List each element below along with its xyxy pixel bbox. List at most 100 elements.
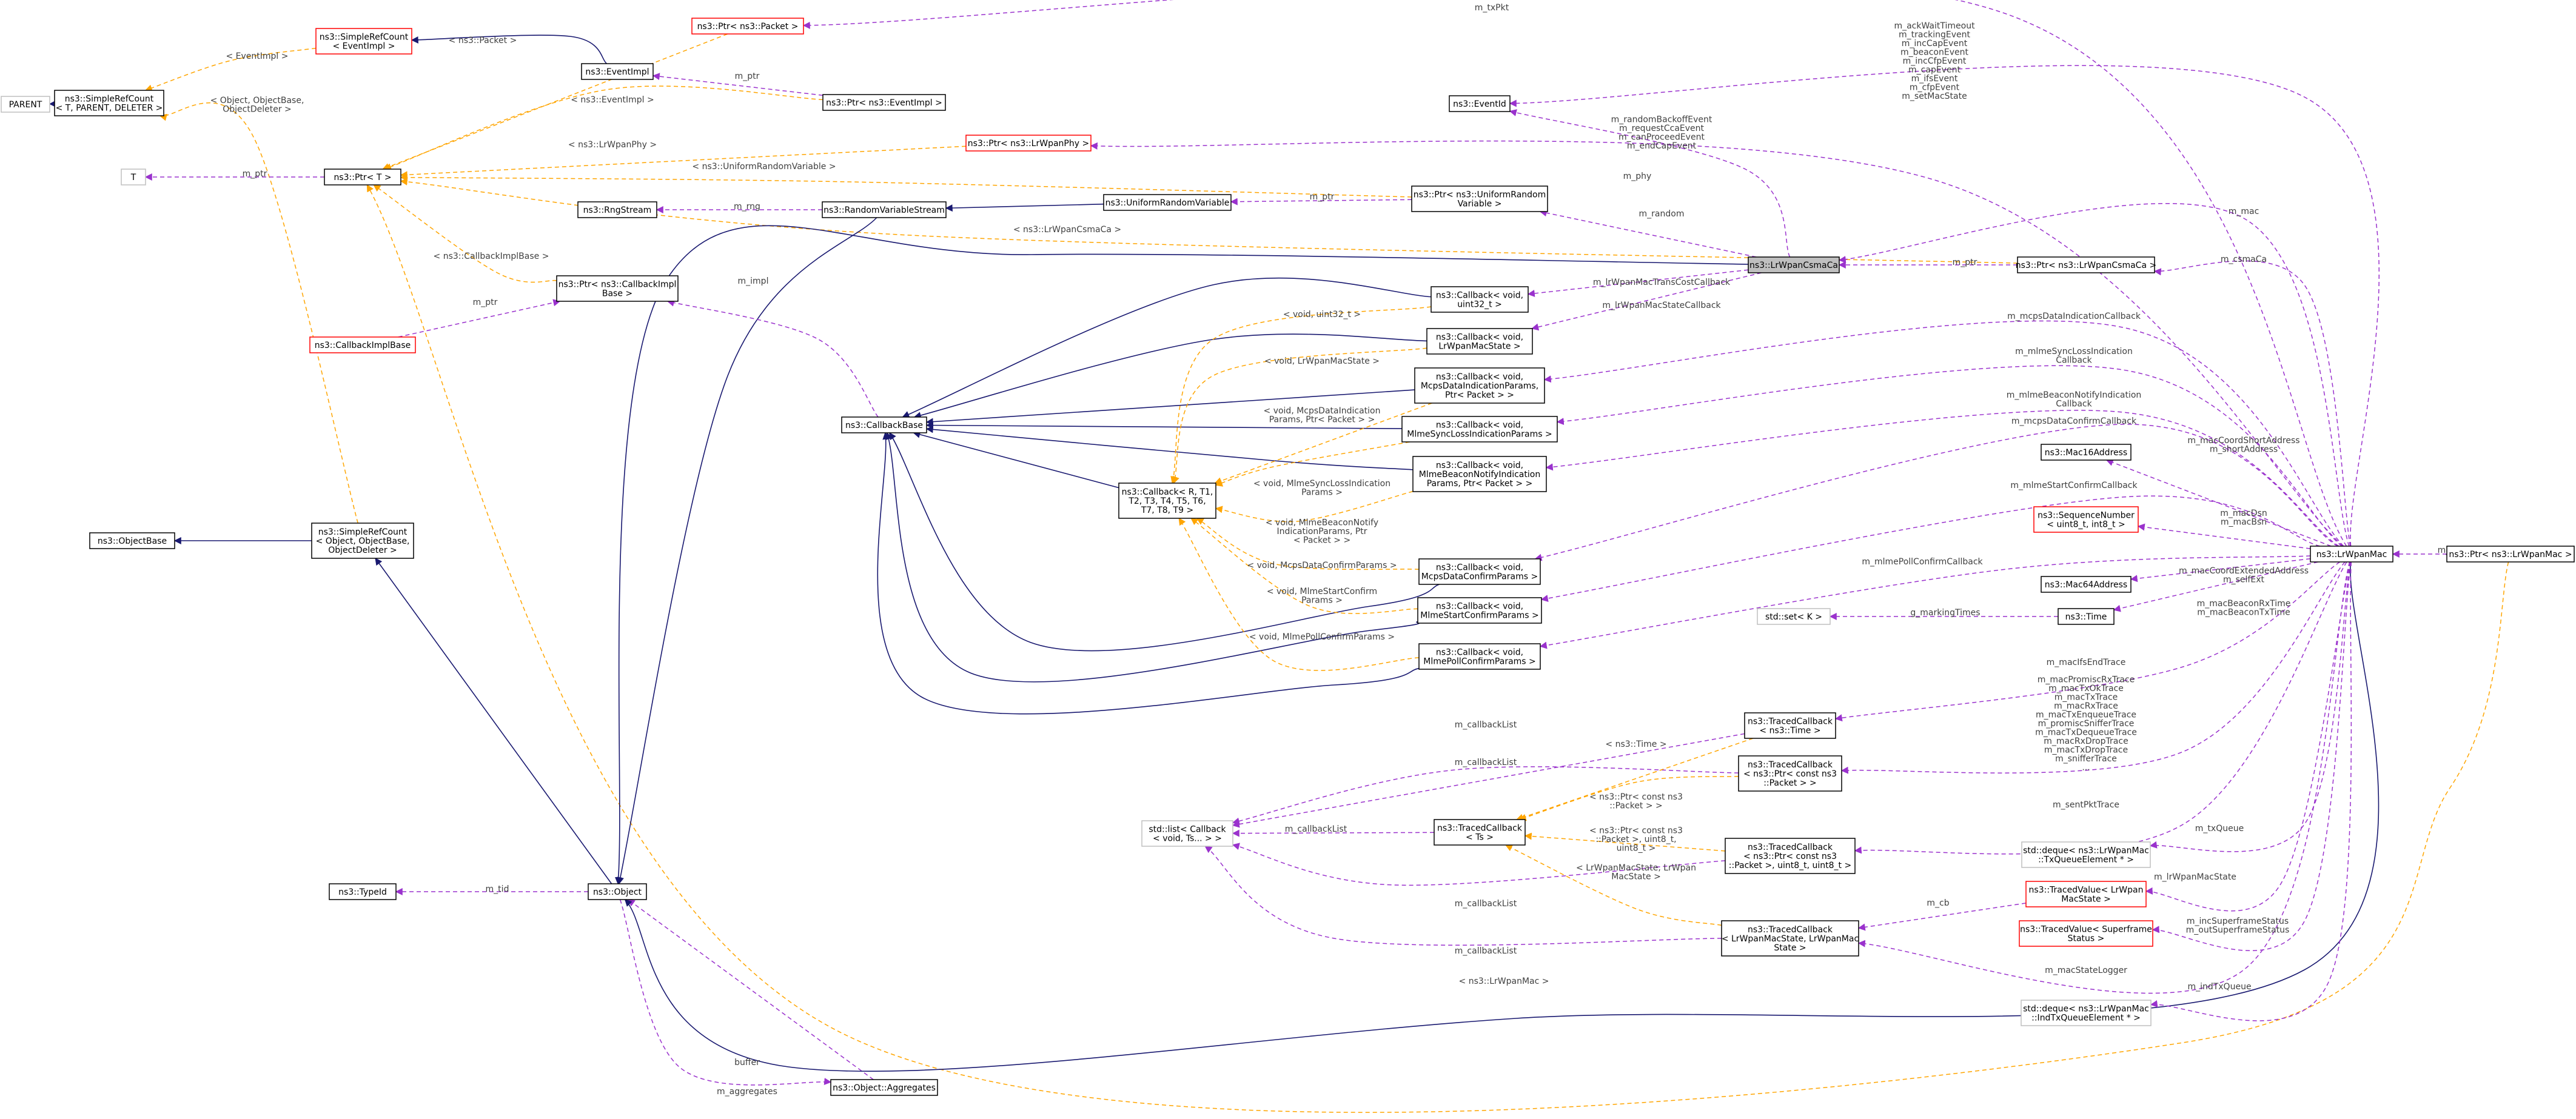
class-node-tcb_state[interactable]: ns3::TracedCallback< LrWpanMacState, LrW… — [1721, 920, 1859, 957]
edge-label-line: m_incSuperframeStatus — [2187, 917, 2289, 926]
class-node-tv_sf[interactable]: ns3::TracedValue< SuperframeStatus > — [2019, 920, 2153, 947]
class-node-tcb_ts[interactable]: ns3::TracedCallback< Ts > — [1434, 819, 1526, 846]
class-name-line: ns3::Mac16Address — [2045, 448, 2127, 458]
edge-label-line: m_impl — [738, 276, 769, 286]
edge-label-e81: m_incSuperframeStatusm_outSuperframeStat… — [2186, 917, 2290, 935]
class-node-src_obj[interactable]: ns3::SimpleRefCount< Object, ObjectBase,… — [311, 523, 414, 559]
edge-cb_mcpsind-to-cb_template — [1214, 403, 1432, 484]
edge-label-line: m_ifsEvent — [1911, 74, 1958, 84]
class-node-eventimpl[interactable]: ns3::EventImpl — [581, 63, 654, 80]
class-name-line: < ns3::Time > — [1759, 726, 1820, 736]
class-name-line: ns3::Ptr< ns3::LrWpanCsmaCa > — [2016, 261, 2156, 270]
class-name-line: T7, T8, T9 > — [1141, 506, 1193, 515]
class-box — [691, 18, 804, 35]
class-node-deque_tx[interactable]: std::deque< ns3::LrWpanMac::TxQueueEleme… — [2021, 841, 2151, 868]
class-node-tcb_pkt[interactable]: ns3::TracedCallback< ns3::Ptr< const ns3… — [1738, 755, 1842, 792]
edge-label-line: m_mcpsDataIndicationCallback — [2007, 312, 2141, 321]
class-node-ptr_csmaca[interactable]: ns3::Ptr< ns3::LrWpanCsmaCa > — [2016, 256, 2156, 273]
class-node-tcb_time[interactable]: ns3::TracedCallback< ns3::Time > — [1744, 712, 1836, 739]
edge-label-line: Params, Ptr< Packet > > — [1269, 415, 1375, 424]
class-node-mac16[interactable]: ns3::Mac16Address — [2041, 444, 2132, 461]
edge-label-line: m_macDsn — [2220, 509, 2267, 518]
class-node-eventid[interactable]: ns3::EventId — [1449, 95, 1511, 112]
class-node-cb_startconf[interactable]: ns3::Callback< void,MlmeStartConfirmPara… — [1417, 597, 1542, 624]
class-node-ptr_phy[interactable]: ns3::Ptr< ns3::LrWpanPhy > — [965, 135, 1092, 152]
class-node-ptr_cbimpl[interactable]: ns3::Ptr< ns3::CallbackImplBase > — [556, 275, 679, 302]
class-node-deque_ind[interactable]: std::deque< ns3::LrWpanMac::IndTxQueueEl… — [2021, 1000, 2152, 1026]
class-node-tv_state[interactable]: ns3::TracedValue< LrWpanMacState > — [2025, 881, 2147, 907]
class-node-ptr_mac[interactable]: ns3::Ptr< ns3::LrWpanMac > — [2446, 546, 2575, 563]
edge-label-line: < void, McpsDataIndication — [1264, 406, 1381, 416]
class-node-rvs[interactable]: ns3::RandomVariableStream — [822, 201, 947, 218]
class-node-cb_mcpsind[interactable]: ns3::Callback< void,McpsDataIndicationPa… — [1414, 367, 1545, 404]
class-box — [577, 201, 657, 218]
class-node-object[interactable]: ns3::Object — [588, 883, 647, 900]
class-node-cb_u32[interactable]: ns3::Callback< void,uint32_t > — [1431, 286, 1529, 313]
class-name-line: ObjectDeleter > — [328, 546, 397, 555]
class-box — [324, 169, 401, 185]
class-node-typeid[interactable]: ns3::TypeId — [329, 883, 397, 900]
class-name-line: ::IndTxQueueElement * > — [2031, 1014, 2141, 1023]
edge-label-line: m_macTxDequeueTrace — [2035, 728, 2137, 738]
class-node-objbase[interactable]: ns3::ObjectBase — [89, 532, 175, 549]
class-node-cb_beacon[interactable]: ns3::Callback< void,MlmeBeaconNotifyIndi… — [1412, 456, 1547, 492]
edge-ptr_phy-to-ptr_t — [400, 145, 967, 179]
class-node-ptr_urv[interactable]: ns3::Ptr< ns3::UniformRandomVariable > — [1411, 185, 1548, 212]
class-node-parent[interactable]: PARENT — [1, 96, 50, 113]
class-node-seqnum[interactable]: ns3::SequenceNumber< uint8_t, int8_t > — [2033, 506, 2139, 533]
class-name-line: ns3::Ptr< ns3::UniformRandom — [1414, 190, 1546, 200]
class-name-line: < uint8_t, int8_t > — [2047, 520, 2125, 530]
class-node-cb_macstate[interactable]: ns3::Callback< void,LrWpanMacState > — [1426, 328, 1533, 355]
class-node-cb_template[interactable]: ns3::Callback< R, T1,T2, T3, T4, T5, T6,… — [1118, 483, 1216, 519]
class-node-ptr_eventimpl[interactable]: ns3::Ptr< ns3::EventImpl > — [822, 94, 946, 111]
class-name-line: ns3::CallbackImplBase — [315, 341, 411, 350]
class-node-cbimplbase[interactable]: ns3::CallbackImplBase — [309, 336, 416, 353]
class-box — [2021, 841, 2151, 868]
class-node-urv[interactable]: ns3::UniformRandomVariable — [1103, 194, 1232, 211]
edge-label-line: < LrWpanMacState, LrWpan — [1576, 863, 1696, 873]
class-name-line: std::list< Callback — [1149, 825, 1226, 835]
class-name-line: MlmeStartConfirmParams > — [1420, 611, 1538, 621]
class-node-cbbase[interactable]: ns3::CallbackBase — [841, 416, 927, 433]
class-node-lrwpanmac[interactable]: ns3::LrWpanMac — [2310, 546, 2393, 563]
class-name-line: PARENT — [9, 100, 42, 110]
class-node-rng[interactable]: ns3::RngStream — [577, 201, 657, 218]
edge-label-line: m_macBsn — [2221, 517, 2267, 527]
class-box — [1434, 819, 1526, 846]
edge-src_obj-to-src_t — [159, 102, 358, 524]
edge-label-e57: g_markingTimes — [1910, 608, 1980, 618]
edge-lrwpanmac-to-cb_beacon — [1545, 410, 2340, 547]
class-node-t[interactable]: T — [121, 169, 146, 185]
edge-label-e12: < ns3::CallbackImplBase > — [434, 252, 549, 261]
class-name-line: ns3::Mac64Address — [2045, 580, 2127, 590]
edge-label-e65: m_mcpsDataIndicationCallback — [2007, 312, 2141, 321]
edge-label-e75: m_macIfsEndTrace — [2047, 658, 2126, 667]
class-node-src_t[interactable]: ns3::SimpleRefCount< T, PARENT, DELETER … — [54, 90, 164, 116]
class-node-ptr_packet[interactable]: ns3::Ptr< ns3::Packet > — [691, 18, 804, 35]
class-name-line: ns3::TracedCallback — [1748, 843, 1833, 852]
edge-lrwpanmac-to-ptr_phy — [1090, 140, 2344, 547]
class-node-ptr_t[interactable]: ns3::Ptr< T > — [324, 169, 401, 185]
class-node-time[interactable]: ns3::Time — [2058, 608, 2115, 625]
edge-lrwpanmac-to-tcb_pkt — [1840, 561, 2346, 774]
class-node-cb_syncloss[interactable]: ns3::Callback< void,MlmeSyncLossIndicati… — [1401, 416, 1558, 443]
edge-label-e27: m_randomBackoffEventm_requestCcaEventm_c… — [1611, 115, 1712, 151]
class-name-line: < T, PARENT, DELETER > — [56, 104, 163, 113]
edge-label-line: < ns3::Packet > — [449, 36, 517, 45]
class-name-line: ns3::Callback< void, — [1436, 461, 1523, 470]
class-node-cb_mcpsconf[interactable]: ns3::Callback< void,McpsDataConfirmParam… — [1418, 558, 1541, 585]
edge-label-line: m_canProceedEvent — [1618, 132, 1705, 142]
class-node-mac64[interactable]: ns3::Mac64Address — [2041, 576, 2132, 593]
class-box — [1411, 185, 1548, 212]
class-node-csmaca[interactable]: ns3::LrWpanCsmaCa — [1748, 256, 1840, 273]
class-node-stdset[interactable]: std::set< K > — [1757, 608, 1831, 625]
class-node-tcb_pkt2[interactable]: ns3::TracedCallback< ns3::Ptr< const ns3… — [1725, 838, 1856, 874]
class-node-stdlist[interactable]: std::list< Callback< void, Ts... > > — [1141, 820, 1233, 847]
class-node-aggregates[interactable]: ns3::Object::Aggregates — [830, 1079, 938, 1096]
class-node-cb_pollconf[interactable]: ns3::Callback< void,MlmePollConfirmParam… — [1418, 643, 1541, 670]
edge-lrwpanmac-to-cb_syncloss — [1556, 365, 2343, 547]
edge-label-line: m_mcpsDataConfirmCallback — [2011, 416, 2137, 426]
edge-lrwpanmac-to-mac64 — [2130, 558, 2311, 583]
edge-lrwpanmac-to-object — [624, 561, 2380, 1072]
class-node-src_ev[interactable]: ns3::SimpleRefCount< EventImpl > — [315, 28, 412, 55]
